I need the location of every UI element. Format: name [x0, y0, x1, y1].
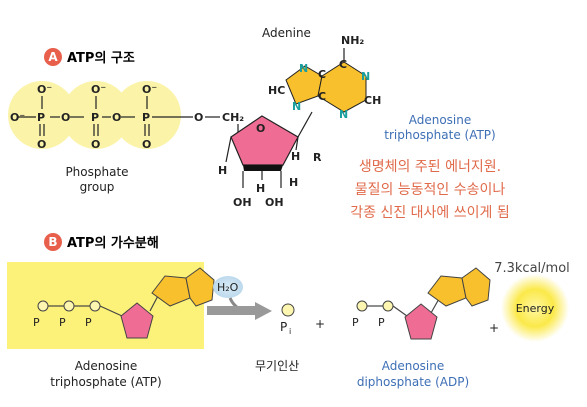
phosphate-circle-1 [8, 81, 76, 149]
o-minus-left: O⁻ [10, 111, 25, 124]
o-bridge-1: O [61, 111, 70, 124]
nh2-label: NH₂ [341, 34, 364, 47]
adp-name-line2: diphosphate (ADP) [357, 375, 469, 389]
h-bottom: H [256, 182, 265, 195]
o-minus-top-2: O⁻ [91, 83, 106, 96]
adenine-label: Adenine [262, 26, 311, 40]
o-bottom-2: O [91, 138, 100, 151]
o-bottom-3: O [142, 138, 151, 151]
reaction-arrow-head [255, 302, 272, 320]
n1-label: N [361, 70, 370, 83]
phosphate-group: O⁻ O⁻ O⁻ O⁻ P P P O O O O O O CH₂ [8, 81, 244, 151]
ribose-ring: O H H H H OH OH R [218, 111, 322, 209]
pi-circle [281, 303, 295, 317]
atp-b-name-line1: Adenosine [75, 359, 138, 373]
ring-o: O [256, 122, 265, 135]
pi-subscript: i [289, 327, 291, 336]
plus-2: + [489, 321, 499, 335]
phosphate-circle-2 [62, 81, 130, 149]
atp-p3: P [85, 316, 92, 329]
atp-molecule: P P P [33, 267, 215, 339]
atp-b-name-line2: triphosphate (ATP) [50, 375, 161, 389]
section-a: A ATP의 구조 [8, 26, 510, 221]
phosphate-circle-3 [113, 81, 181, 149]
note-line1: 생명체의 주된 에너지원. [359, 159, 501, 175]
n7-label: N [299, 62, 308, 75]
r-label: R [313, 151, 322, 164]
note-line2: 물질의 능동적인 수송이나 [355, 182, 506, 198]
n3-label: N [339, 108, 348, 121]
phosphate-group-label-1: Phosphate [65, 165, 128, 179]
ch-label: CH [364, 94, 381, 107]
o-minus-top-3: O⁻ [142, 83, 157, 96]
adp-molecule: P P [352, 267, 491, 340]
atp-name-line1: Adenosine [409, 113, 472, 127]
p-atom-2: P [91, 111, 99, 124]
section-a-badge [44, 48, 62, 66]
section-b-badge-letter: B [48, 235, 57, 249]
section-b-badge [44, 233, 62, 251]
atp-p2: P [59, 316, 66, 329]
phosphate-group-label-2: group [80, 180, 115, 194]
ch2-label: CH₂ [222, 111, 244, 124]
atp-p1: P [33, 316, 40, 329]
h-right-bottom: H [289, 176, 298, 189]
adenine-base: NH₂ N C C N HC C CH N N [268, 34, 381, 121]
plus-1: + [315, 317, 325, 331]
p-atom-1: P [37, 111, 45, 124]
h-left: H [218, 164, 227, 177]
section-b: B ATP의 가수분해 P P P Adenosine triphosph [7, 233, 570, 389]
section-a-title: ATP의 구조 [67, 50, 135, 66]
water-label: H₂O [217, 281, 239, 294]
pi-name: 무기인산 [255, 359, 299, 373]
energy-glow [501, 274, 569, 342]
water-bubble [213, 276, 243, 298]
o-ester: O [194, 111, 203, 124]
section-a-badge-letter: A [48, 50, 58, 64]
note-line3: 각종 신진 대사에 쓰이게 됨 [350, 205, 509, 221]
section-b-title: ATP의 가수분해 [67, 235, 159, 251]
reaction-arrow-shaft [207, 306, 257, 315]
n9-label: N [292, 100, 301, 113]
adp-p2: P [378, 316, 385, 329]
oh-right: OH [265, 196, 284, 209]
atp-name-line2: triphosphate (ATP) [384, 128, 495, 142]
o-minus-top-1: O⁻ [37, 83, 52, 96]
p-atom-3: P [142, 111, 150, 124]
adp-p1: P [352, 316, 359, 329]
o-bottom-1: O [37, 138, 46, 151]
c4-label: C [318, 90, 326, 103]
c6-label: C [339, 58, 347, 71]
energy-label: Energy [516, 302, 555, 315]
adp-name-line1: Adenosine [382, 359, 445, 373]
energy-value: 7.3kcal/mol [494, 261, 570, 276]
c5-label: C [318, 68, 326, 81]
pi-label: P [280, 320, 287, 334]
o-bridge-2: O [112, 111, 121, 124]
atp-highlight-box [7, 262, 204, 349]
h-right: H [291, 150, 300, 163]
oh-left: OH [233, 196, 252, 209]
hc-label: HC [268, 84, 285, 97]
